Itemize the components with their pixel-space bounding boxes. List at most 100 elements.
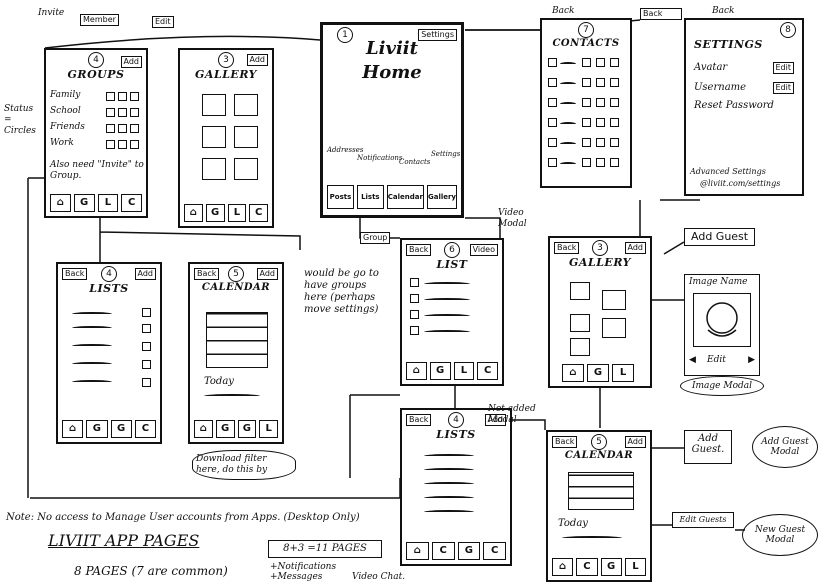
add-button[interactable]: Add — [624, 436, 646, 448]
tab-gallery[interactable]: G — [429, 362, 451, 380]
tab-lists[interactable]: L — [624, 558, 646, 576]
tab-calendar[interactable]: C — [134, 420, 156, 438]
edit-top-button[interactable]: Edit — [152, 16, 174, 28]
video-modal-note: Video Modal — [498, 208, 527, 229]
contacts-back[interactable]: Back — [552, 6, 575, 16]
screen-number: 4 — [448, 412, 464, 428]
tab-calendar[interactable]: C — [121, 194, 142, 212]
tab-group[interactable]: G — [237, 420, 257, 438]
also-need-note: Also need "Invite" to Group. — [50, 160, 144, 181]
tab-gallery[interactable]: Gallery — [426, 185, 457, 209]
groups-title: GROUPS — [67, 68, 125, 81]
edit-avatar-button[interactable]: Edit — [772, 62, 794, 74]
tab-lists[interactable]: L — [453, 362, 475, 380]
gallery-mid-screen: 3 Back Add GALLERY ⌂ G L — [548, 236, 652, 388]
tab-calendar[interactable]: C — [249, 204, 268, 222]
tab-gallery[interactable]: G — [86, 420, 108, 438]
tab-calendar[interactable]: C — [576, 558, 598, 576]
screen-number: 8 — [780, 22, 796, 38]
list-tab-bar: ⌂ G L C — [406, 362, 498, 380]
groups-tab-bar: ⌂ G L C — [50, 194, 142, 212]
back-button[interactable]: Back — [62, 268, 88, 280]
settings-button[interactable]: Settings — [418, 29, 457, 41]
back-button[interactable]: Back — [554, 242, 580, 254]
video-button[interactable]: Video — [469, 244, 498, 256]
add-button[interactable]: Add — [134, 268, 156, 280]
tab-home[interactable]: ⌂ — [406, 362, 427, 380]
footer-note: Note: No access to Manage User accounts … — [6, 512, 360, 523]
tab-home[interactable]: ⌂ — [552, 558, 574, 576]
calendar-grid[interactable] — [206, 312, 268, 368]
settings-avatar[interactable]: Avatar — [694, 62, 728, 73]
back-button[interactable]: Back — [552, 436, 578, 448]
screen-number: 3 — [218, 52, 234, 68]
screen-number: 4 — [101, 266, 117, 282]
groups-row-family[interactable]: Family — [50, 90, 81, 100]
tab-posts[interactable]: Posts — [327, 185, 354, 209]
tab-home[interactable]: ⌂ — [406, 542, 429, 560]
add-button[interactable]: Add — [256, 268, 278, 280]
image-edit-link[interactable]: Edit — [707, 355, 726, 365]
notification-modal-button[interactable]: Back — [640, 8, 682, 20]
back-button[interactable]: Back — [406, 244, 432, 256]
tab-calendar[interactable]: C — [477, 362, 498, 380]
new-guest-modal-label: New Guest Modal — [742, 514, 818, 556]
member-button[interactable]: Member — [80, 14, 119, 26]
add-guest-box[interactable]: Add Guest. — [684, 430, 732, 464]
lists-title: LISTS — [436, 428, 476, 441]
tab-calendar[interactable]: C — [431, 542, 455, 560]
tab-lists[interactable]: L — [259, 420, 278, 438]
tab-gallery[interactable]: G — [600, 558, 622, 576]
gallery-tab-bar: ⌂ G L — [562, 364, 634, 382]
gallery-add-button[interactable]: Add — [246, 54, 268, 66]
tab-gallery[interactable]: G — [215, 420, 235, 438]
calendar-grid[interactable] — [568, 472, 634, 510]
add-button[interactable]: Add — [624, 242, 646, 254]
groups-add-button[interactable]: Add — [120, 56, 142, 68]
add-button[interactable]: Add — [484, 414, 506, 426]
tab-home[interactable]: ⌂ — [62, 420, 84, 438]
edit-username-button[interactable]: Edit — [772, 82, 794, 94]
settings-title: SETTINGS — [694, 38, 763, 51]
tab-home[interactable]: ⌂ — [184, 204, 203, 222]
tab-lists[interactable]: L — [227, 204, 247, 222]
gallery-tab-bar: ⌂ G L C — [184, 204, 268, 222]
tab-gallery[interactable]: G — [205, 204, 225, 222]
settings-back[interactable]: Back — [712, 6, 735, 16]
advanced-settings-url[interactable]: @liviit.com/settings — [700, 179, 781, 188]
tab-group[interactable]: G — [110, 420, 132, 438]
settings-username[interactable]: Username — [694, 82, 747, 93]
groups-row-school[interactable]: School — [50, 106, 81, 116]
tab-lists[interactable]: L — [97, 194, 119, 212]
back-button[interactable]: Back — [194, 268, 220, 280]
edit-guests-box[interactable]: Edit Guests — [672, 512, 734, 528]
tab-home[interactable]: ⌂ — [194, 420, 213, 438]
groups-row-friends[interactable]: Friends — [50, 122, 85, 132]
prev-arrow-icon[interactable]: ◀ — [689, 355, 696, 365]
pages-common-note: 8 PAGES (7 are common) — [74, 564, 228, 578]
tab-lists[interactable]: L — [612, 364, 634, 382]
back-button[interactable]: Back — [406, 414, 432, 426]
home-title-line2: Home — [362, 62, 422, 83]
advanced-settings[interactable]: Advanced Settings — [690, 167, 766, 176]
home-tab-bar: Posts Lists Calendar Gallery — [327, 185, 457, 209]
tab-calendar-2[interactable]: C — [483, 542, 506, 560]
tab-calendar[interactable]: Calendar — [386, 185, 424, 209]
group-button[interactable]: Group — [360, 232, 391, 244]
screen-number: 1 — [337, 27, 353, 43]
calendar-left-screen: 5 Back Add CALENDAR Today ⌂ G G L — [188, 262, 284, 444]
tab-gallery[interactable]: G — [587, 364, 609, 382]
tab-home[interactable]: ⌂ — [50, 194, 71, 212]
app-pages-heading: LIVIIT APP PAGES — [48, 531, 200, 550]
tab-home[interactable]: ⌂ — [562, 364, 584, 382]
tab-gallery[interactable]: G — [73, 194, 95, 212]
home-screen: 1 Settings Liviit Home Addresses Notific… — [320, 22, 464, 218]
next-arrow-icon[interactable]: ▶ — [748, 355, 755, 365]
invite-note: Invite — [38, 8, 65, 18]
tab-gallery[interactable]: G — [457, 542, 481, 560]
groups-row-work[interactable]: Work — [50, 138, 74, 148]
tab-lists[interactable]: Lists — [356, 185, 384, 209]
settings-reset-password[interactable]: Reset Password — [694, 100, 774, 111]
add-guest-button[interactable]: Add Guest — [684, 228, 756, 246]
